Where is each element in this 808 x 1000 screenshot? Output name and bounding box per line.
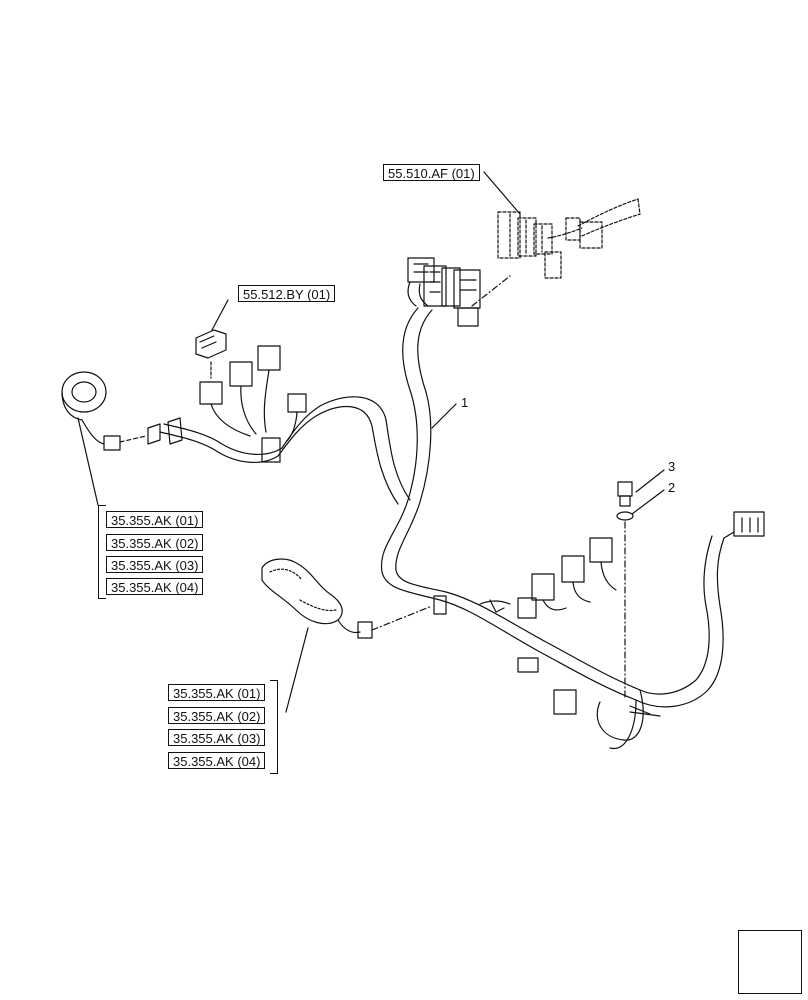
left-group-bracket (98, 505, 106, 599)
round-knob (61, 371, 147, 451)
main-harness (380, 307, 725, 749)
ref-bottom-35-355-ak-04[interactable]: 35.355.AK (04) (168, 752, 266, 769)
dashed-connector-cluster (497, 211, 603, 279)
joystick-grip (261, 558, 433, 639)
center-connectors (433, 537, 661, 717)
ref-left-35-355-ak-04[interactable]: 35.355.AK (04) (106, 578, 204, 595)
ref-bottom-35-355-ak-03[interactable]: 35.355.AK (03) (168, 729, 266, 746)
callout-washer: 2 (668, 480, 676, 495)
callout-harness: 1 (461, 395, 469, 410)
bolt-washer (616, 481, 634, 701)
ref-55-510-af[interactable]: 55.510.AF (01) (383, 164, 480, 181)
callout-bolt: 3 (668, 459, 676, 474)
ref-left-35-355-ak-02[interactable]: 35.355.AK (02) (106, 534, 204, 551)
bottom-group-bracket (270, 680, 278, 774)
left-branch (147, 345, 411, 505)
ref-55-512-by[interactable]: 55.512.BY (01) (238, 285, 336, 302)
background-cable (577, 198, 641, 237)
ref-bottom-35-355-ak-02[interactable]: 35.355.AK (02) (168, 707, 266, 724)
leader-lines (77, 171, 665, 713)
ref-left-35-355-ak-03[interactable]: 35.355.AK (03) (106, 556, 204, 573)
main-connector-block (407, 257, 481, 327)
rocker-switch (195, 329, 227, 379)
arrow-down-left-icon[interactable] (738, 930, 802, 994)
link-line-upper (471, 275, 511, 307)
ref-bottom-35-355-ak-01[interactable]: 35.355.AK (01) (168, 684, 266, 701)
right-connector (723, 511, 765, 539)
ref-left-35-355-ak-01[interactable]: 35.355.AK (01) (106, 511, 204, 528)
